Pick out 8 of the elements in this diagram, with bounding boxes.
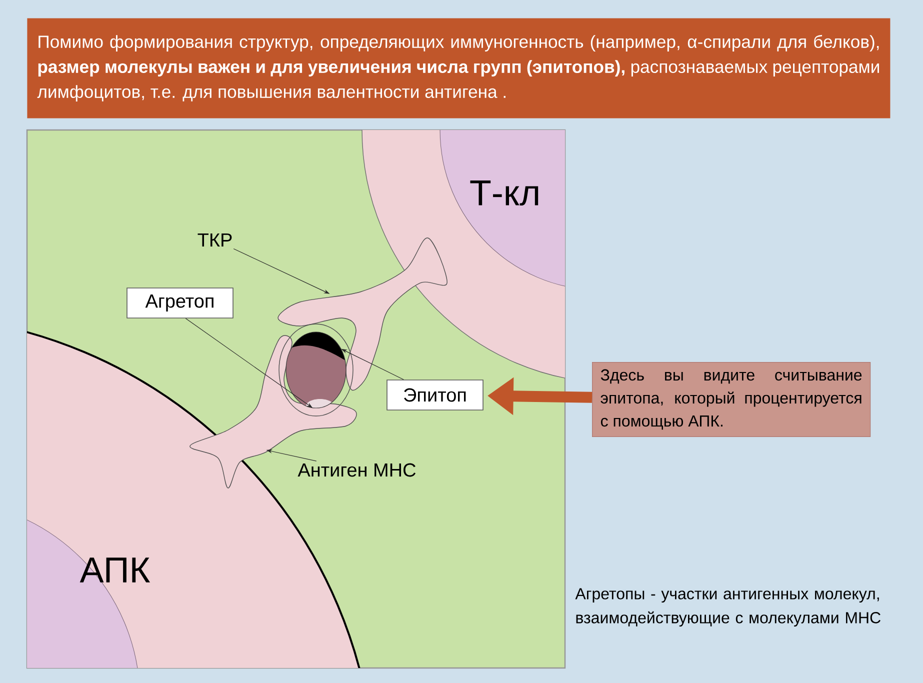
title-banner: Помимо формирования структур, определяющих иммуногенность (например, α-спирали для белков), размер молекулы важен и для увеличения числа групп (эпитопов), распознаваемых рецепторами лимфоцитов, т.е. для повышения валентности антигена .	[27, 18, 890, 118]
label-box: Эпитоп	[386, 380, 484, 410]
cell-label: Антиген МНС	[298, 463, 416, 477]
note-text: Агретопы - участки антигенных молекул, взаимодействующие с молекулами МНС	[575, 588, 880, 627]
callout-box: Здесь вы видите считывание эпитопа, который процентируется с помощью АПК.	[592, 362, 871, 437]
cell-label: ТКР	[198, 233, 232, 247]
label-box: Агретоп	[126, 288, 234, 318]
antigen-drawing	[278, 324, 354, 416]
